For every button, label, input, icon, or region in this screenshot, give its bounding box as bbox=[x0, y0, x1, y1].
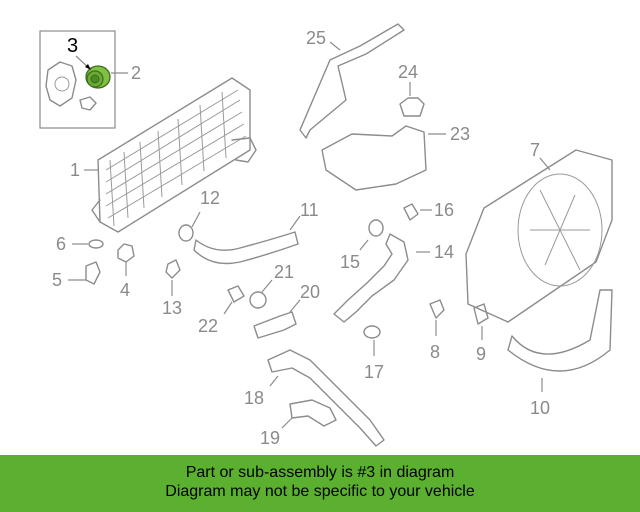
clamp-17 bbox=[363, 325, 381, 339]
reservoir-23 bbox=[321, 125, 427, 191]
callout-8: 8 bbox=[430, 342, 440, 362]
clip-13 bbox=[165, 259, 181, 279]
hose-11 bbox=[193, 231, 299, 265]
callout-3: 3 bbox=[67, 35, 78, 57]
callout-12: 12 bbox=[200, 188, 220, 208]
hose-14 bbox=[333, 233, 409, 323]
callout-10: 10 bbox=[530, 398, 550, 418]
radiator bbox=[91, 77, 257, 233]
callout-16: 16 bbox=[434, 200, 454, 220]
hose-25 bbox=[299, 23, 405, 139]
callout-15: 15 bbox=[340, 252, 360, 272]
drain-plug-4 bbox=[117, 243, 135, 276]
clamp-12 bbox=[178, 224, 194, 242]
callout-11: 11 bbox=[300, 200, 319, 220]
radiator-cap-seal bbox=[45, 61, 97, 111]
callout-25: 25 bbox=[306, 28, 326, 48]
callout-20: 20 bbox=[300, 282, 320, 302]
fan-shroud-7 bbox=[465, 149, 613, 323]
deflector-10 bbox=[507, 289, 613, 372]
callout-14: 14 bbox=[434, 242, 454, 262]
callout-1: 1 bbox=[70, 160, 80, 180]
clip-16 bbox=[403, 203, 419, 221]
inset-box bbox=[39, 30, 116, 129]
callout-23: 23 bbox=[450, 124, 470, 144]
callout-5: 5 bbox=[52, 270, 62, 290]
callout-6: 6 bbox=[56, 234, 66, 254]
hose-19 bbox=[289, 399, 337, 427]
cap-24 bbox=[399, 82, 425, 117]
bracket-9 bbox=[473, 303, 489, 325]
o-ring-21 bbox=[249, 291, 267, 309]
callout-18: 18 bbox=[244, 388, 264, 408]
sensor-8 bbox=[429, 299, 445, 319]
callout-24: 24 bbox=[398, 62, 418, 82]
callout-22: 22 bbox=[198, 316, 218, 336]
banner-line-2: Diagram may not be specific to your vehi… bbox=[165, 483, 475, 500]
callout-4: 4 bbox=[120, 280, 130, 300]
o-ring-6 bbox=[88, 239, 104, 249]
callout-13: 13 bbox=[162, 298, 182, 318]
callout-21: 21 bbox=[274, 262, 294, 282]
pipe-assembly-18 bbox=[267, 349, 385, 447]
banner-line-1: Part or sub-assembly is #3 in diagram bbox=[185, 464, 455, 481]
callout-7: 7 bbox=[530, 140, 540, 160]
info-banner: Part or sub-assembly is #3 in diagram Di… bbox=[0, 455, 640, 512]
callout-19: 19 bbox=[260, 428, 280, 448]
parts-diagram: 3 2 1 6 5 4 12 11 13 21 20 22 18 19 25 2… bbox=[39, 23, 613, 448]
callout-2: 2 bbox=[131, 63, 141, 83]
fitting-5 bbox=[68, 261, 101, 285]
tube-20 bbox=[253, 311, 297, 339]
o-ring-15 bbox=[368, 219, 384, 237]
callout-17: 17 bbox=[364, 362, 384, 382]
callout-9: 9 bbox=[476, 344, 486, 364]
clip-22 bbox=[227, 285, 245, 303]
part-3-plug[interactable] bbox=[85, 65, 111, 89]
